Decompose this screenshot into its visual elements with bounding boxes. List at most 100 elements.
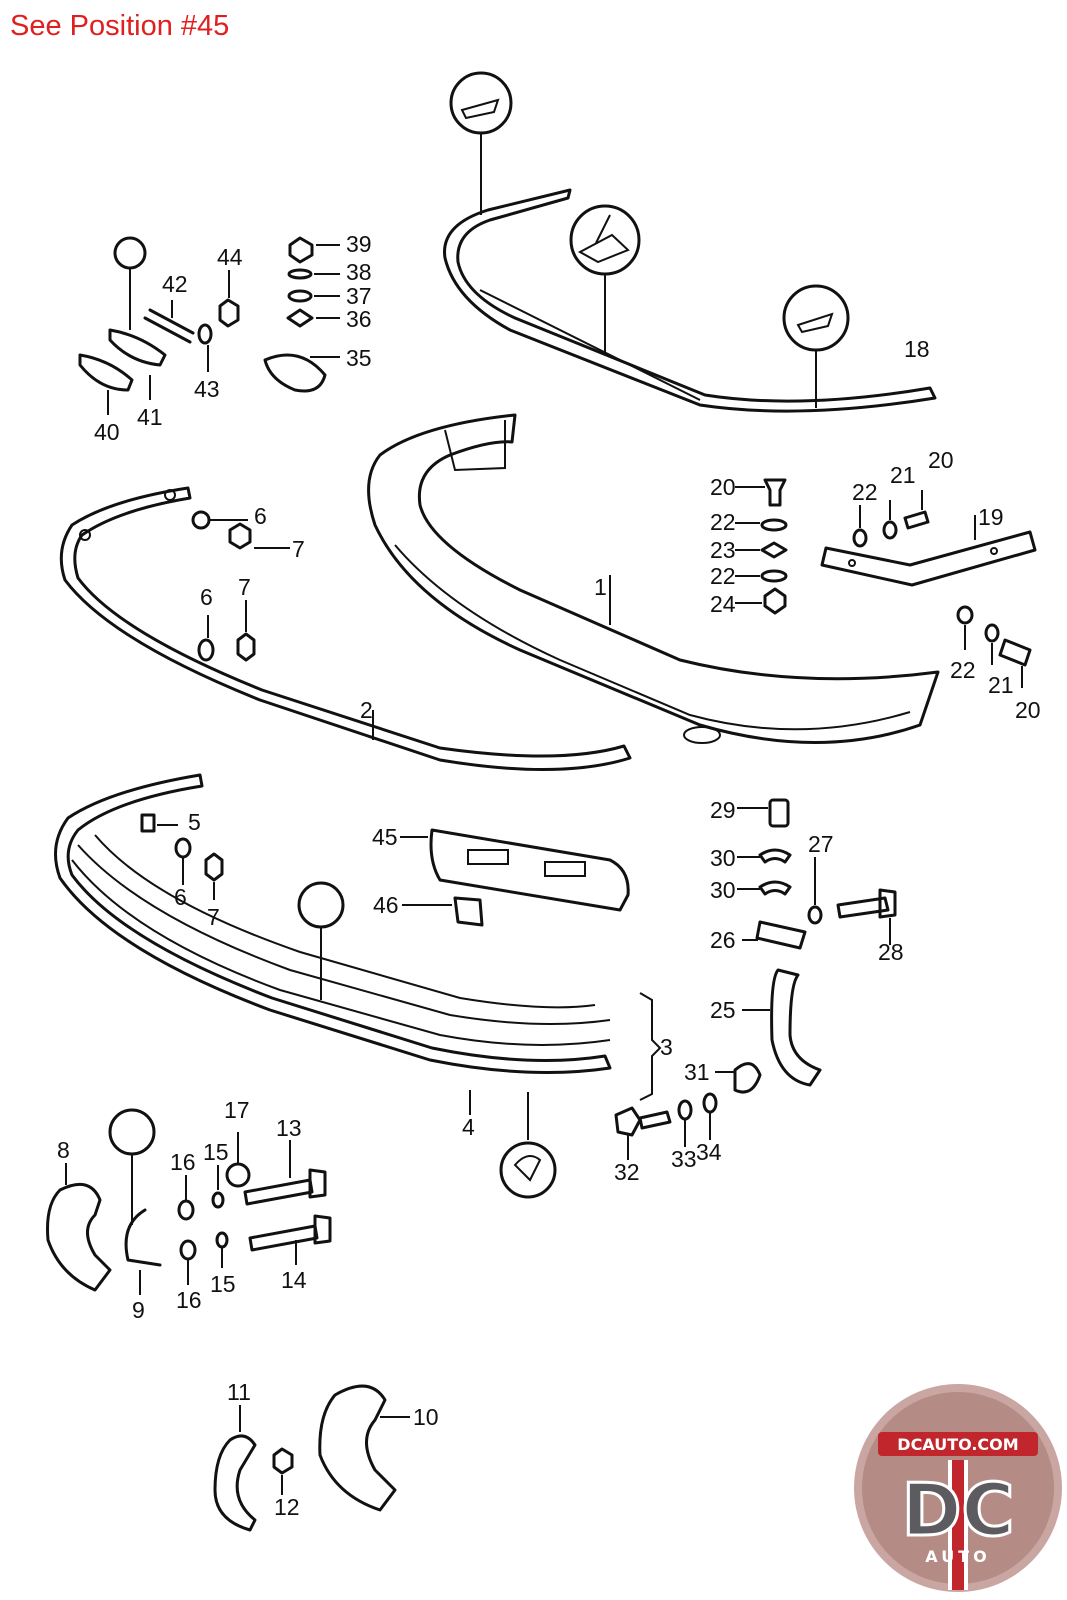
callout-29: 29	[710, 797, 736, 823]
logo-word: AUTO	[925, 1547, 990, 1566]
bolt-28	[836, 888, 897, 919]
washer-37	[287, 289, 313, 303]
callout-4: 4	[462, 1114, 475, 1140]
callout-27: 27	[808, 831, 834, 857]
washer-33	[677, 1099, 693, 1121]
washer-43	[197, 323, 213, 345]
callout-30b: 30	[710, 877, 736, 903]
callout-20b: 20	[928, 447, 954, 473]
detail-circle-lower	[297, 881, 345, 929]
detail-bracket-icon	[577, 214, 630, 264]
bolt-20	[763, 478, 787, 507]
callout-28: 28	[878, 939, 904, 965]
callout-20a: 20	[710, 474, 736, 500]
callout-22c: 22	[710, 563, 736, 589]
callout-6c: 6	[174, 884, 187, 910]
callout-34: 34	[696, 1139, 722, 1165]
position-note: See Position #45	[10, 10, 230, 42]
trim-strip-3-4	[54, 773, 612, 1074]
callout-1: 1	[594, 574, 607, 600]
callout-42: 42	[162, 271, 188, 297]
clamp-30a	[758, 848, 792, 864]
bolt-14	[248, 1214, 332, 1252]
callout-17: 17	[224, 1097, 250, 1123]
callout-38: 38	[346, 259, 372, 285]
callout-8: 8	[57, 1137, 70, 1163]
nut-12	[272, 1447, 294, 1475]
callout-7b: 7	[238, 574, 251, 600]
callout-24: 24	[710, 591, 736, 617]
callout-21b: 21	[988, 672, 1014, 698]
bolt-32	[614, 1106, 672, 1137]
callout-16b: 16	[176, 1287, 202, 1313]
callout-22a: 22	[710, 509, 736, 535]
detail-circle-middle	[569, 204, 641, 276]
callout-22b: 22	[852, 479, 878, 505]
grommet-29	[768, 798, 790, 828]
callout-16a: 16	[170, 1149, 196, 1175]
callout-25: 25	[710, 997, 736, 1023]
callout-9: 9	[132, 1297, 145, 1323]
callout-19: 19	[978, 504, 1004, 530]
callout-15a: 15	[203, 1139, 229, 1165]
callout-44: 44	[217, 244, 243, 270]
callout-12: 12	[274, 1494, 300, 1520]
hose-25	[770, 968, 822, 1087]
callout-33: 33	[671, 1146, 697, 1172]
detail-clip-icon-2	[796, 312, 834, 334]
callout-22d: 22	[950, 657, 976, 683]
callout-35: 35	[346, 345, 372, 371]
callout-40: 40	[94, 419, 120, 445]
callout-7c: 7	[207, 904, 220, 930]
callout-10: 10	[413, 1404, 439, 1430]
cap-17	[225, 1162, 251, 1188]
callout-31: 31	[684, 1059, 710, 1085]
detail-circle-top	[449, 71, 513, 135]
callout-5: 5	[188, 809, 201, 835]
callout-15b: 15	[210, 1271, 236, 1297]
callout-18: 18	[904, 336, 930, 362]
callout-30a: 30	[710, 845, 736, 871]
callout-labels: 1 2 3 4 5 6 6 6 7 7 7 8 9 10 11 12 13 14…	[57, 231, 1041, 1520]
logo-mark: DC	[902, 1468, 1015, 1552]
detail-clip-icon	[460, 98, 500, 120]
callout-6a: 6	[254, 503, 267, 529]
detail-circle-guard	[108, 1108, 156, 1156]
callout-39: 39	[346, 231, 372, 257]
callout-26: 26	[710, 927, 736, 953]
nut-44	[218, 298, 240, 328]
washer-27	[807, 905, 823, 925]
detail-circle-small	[113, 236, 147, 270]
callout-32: 32	[614, 1159, 640, 1185]
bracket-19	[820, 530, 1037, 587]
bracket-26	[755, 920, 807, 950]
detail-circle-bottom	[499, 1141, 557, 1199]
callout-13: 13	[276, 1115, 302, 1141]
callout-45: 45	[372, 824, 398, 850]
clip-35	[263, 353, 327, 393]
callout-11: 11	[227, 1379, 251, 1405]
bracket-3	[639, 992, 662, 1101]
guard-10	[318, 1384, 397, 1512]
trim-strip-2	[59, 486, 632, 771]
trim-strip-18	[443, 188, 937, 413]
detail-wedge-icon	[513, 1155, 542, 1182]
bolt-13	[243, 1168, 327, 1206]
clip-31	[733, 1062, 762, 1094]
nut-39	[288, 236, 314, 264]
callout-3: 3	[660, 1034, 673, 1060]
washer-34	[702, 1092, 718, 1114]
detail-circle-right	[782, 284, 850, 352]
guard-8	[46, 1182, 112, 1292]
logo-domain: DCAUTO.COM	[897, 1435, 1018, 1454]
reflector-40-41	[78, 308, 195, 392]
callout-36: 36	[346, 306, 372, 332]
dcauto-logo: DCAUTO.COM DC AUTO	[854, 1384, 1062, 1592]
seal-9	[124, 1208, 162, 1267]
callout-41: 41	[137, 404, 163, 430]
pad-46	[453, 896, 484, 927]
callout-46: 46	[373, 892, 399, 918]
callout-2: 2	[360, 697, 373, 723]
